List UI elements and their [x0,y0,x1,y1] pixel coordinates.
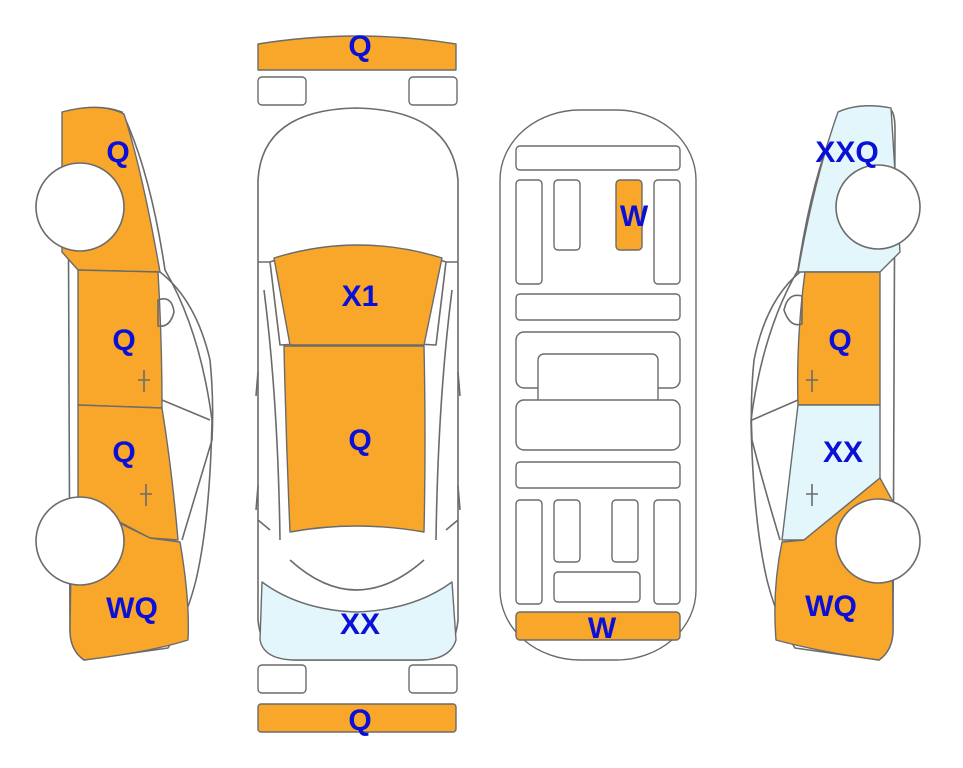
label-top-bumper: Q [348,30,371,63]
bottom-right-light [408,664,458,694]
underside-view: W W [499,109,697,661]
right-mirror-top [457,371,461,511]
left-side-glass [263,289,281,541]
under-bottom-panel [515,611,681,641]
left-front-wheel [35,162,125,252]
bottom-left-light [257,664,307,694]
under-crossmember-2 [515,461,681,489]
right-side-view: XXQ Q XX WQ [750,105,921,661]
bottom-bumper-panel [257,703,457,733]
under-rear-left-inner [553,499,581,563]
left-window-divider [161,399,211,421]
right-front-wheel [835,164,921,250]
trunk-curve [289,559,425,591]
left-window-line [159,271,214,541]
label-right-rear-door: XX [823,436,863,469]
roof-main-panel [283,345,426,533]
label-right-rear: WQ [805,590,857,623]
right-window-divider [751,399,799,421]
under-left-rail [515,179,543,285]
left-mirror-top [255,371,259,511]
label-under-top: W [620,200,649,233]
right-mirror [783,294,803,326]
left-side-view: Q Q Q WQ [35,106,214,661]
label-rear-glass: XX [340,608,380,641]
right-side-glass [435,289,453,541]
right-rear-wheel [835,498,921,584]
label-under-bottom: W [588,612,617,645]
left-mirror [157,298,175,328]
label-bottom-bumper: Q [348,704,371,737]
roof-front-panel [273,244,443,346]
left-front-handle [138,370,150,392]
under-rear-right-inner [611,499,639,563]
under-front-bar [515,145,681,171]
under-crossmember-1 [515,293,681,321]
under-rear-right-rail [653,499,681,605]
right-rear-handle [806,484,818,506]
label-left-rear-door: Q [112,436,135,469]
under-fuel-tank [553,571,641,603]
under-lower-frame [515,399,681,451]
right-front-handle [806,370,818,392]
right-window-line [750,271,801,541]
label-roof-front: X1 [342,280,379,313]
rear-glass-panel [259,581,457,661]
under-top-panel [615,179,643,251]
left-rear-wheel [35,496,125,586]
left-a-pillar [257,261,459,531]
top-left-light [257,76,307,106]
label-right-front-door: Q [828,324,851,357]
under-rear-left-rail [515,499,543,605]
top-right-light [408,76,458,106]
label-roof-main: Q [348,424,371,457]
label-left-front-door: Q [112,324,135,357]
top-view: Q X1 Q XX Q [255,30,461,737]
top-bumper-panel [257,35,457,71]
under-engine-left [553,179,581,251]
left-rear-handle [140,484,152,506]
label-right-front: XXQ [815,136,878,169]
under-right-rail [653,179,681,285]
label-left-rear: WQ [106,592,158,625]
label-left-front: Q [106,136,129,169]
